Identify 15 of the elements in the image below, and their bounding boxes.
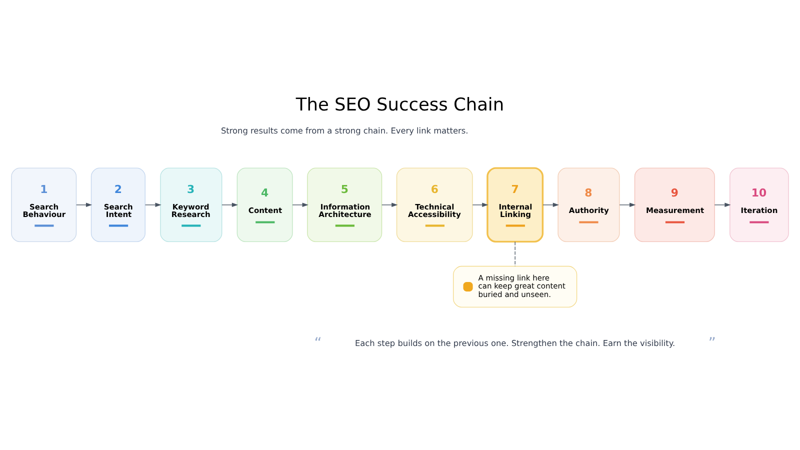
- label: Strong results come from a strong chain. Every link matters.: [220, 125, 468, 136]
- diagram-title: The SEO Success Chain: [296, 96, 504, 116]
- label: “: [314, 334, 322, 352]
- arrow: [619, 202, 636, 208]
- arrow: [714, 202, 731, 208]
- arrow: [76, 202, 92, 208]
- arrow: [222, 202, 238, 208]
- arrow: [292, 202, 308, 208]
- arrow: [382, 202, 398, 208]
- connector: [514, 241, 516, 266]
- arrow: [472, 202, 488, 208]
- label: Each step builds on the previous one. Strengthen the chain. Earn the visibility.: [355, 338, 676, 348]
- arrow: [144, 202, 162, 208]
- label: ”: [708, 334, 716, 352]
- arrow: [542, 202, 560, 208]
